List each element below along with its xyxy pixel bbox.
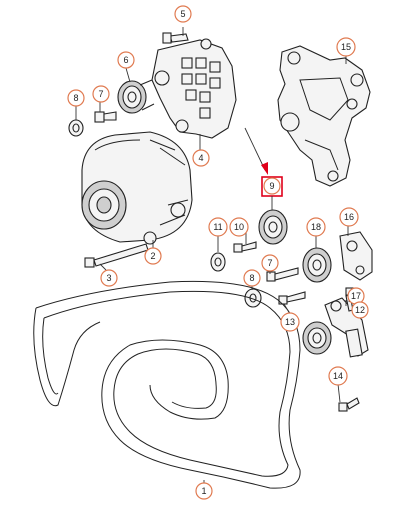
- bolt-middle: [266, 267, 299, 282]
- callout-15: 15: [336, 37, 356, 57]
- callout-7-middle: 7: [261, 254, 279, 272]
- svg-text:10: 10: [234, 222, 244, 232]
- svg-text:11: 11: [213, 222, 222, 232]
- callout-9: 9: [263, 177, 281, 195]
- svg-text:9: 9: [269, 181, 274, 191]
- washer-bolt-upper: [68, 111, 117, 137]
- svg-text:14: 14: [333, 371, 343, 381]
- tensioner-bracket: [339, 231, 373, 281]
- svg-text:18: 18: [311, 222, 321, 232]
- callout-14: 14: [328, 366, 348, 386]
- callout-7: 7: [92, 85, 110, 103]
- callout-12: 12: [351, 301, 369, 319]
- svg-text:7: 7: [98, 89, 103, 99]
- idler-pulley-18: [302, 247, 332, 283]
- callout-18: 18: [306, 217, 326, 237]
- svg-text:13: 13: [285, 317, 295, 327]
- callout-1: 1: [195, 482, 213, 500]
- idler-pulley-6: [117, 79, 155, 114]
- callout-5: 5: [174, 5, 192, 23]
- svg-text:12: 12: [355, 305, 365, 315]
- callout-10: 10: [229, 217, 249, 237]
- callout-16: 16: [339, 207, 359, 227]
- bolt-14: [338, 397, 360, 412]
- svg-text:8: 8: [73, 93, 78, 103]
- svg-text:6: 6: [123, 55, 128, 65]
- callout-8-middle: 8: [243, 269, 261, 287]
- callout-13: 13: [280, 312, 300, 332]
- callout-4: 4: [192, 149, 210, 167]
- alternator-bracket: [151, 38, 237, 139]
- bolt-13: [278, 291, 306, 305]
- support-bracket: [277, 45, 371, 187]
- svg-text:5: 5: [180, 9, 185, 19]
- alternator: [81, 131, 193, 245]
- callouts: 5 6 8 7 15 4 9 11: [67, 5, 369, 500]
- callout-3: 3: [100, 269, 118, 287]
- svg-text:16: 16: [344, 212, 354, 222]
- svg-text:7: 7: [267, 258, 272, 268]
- callout-6: 6: [117, 51, 135, 69]
- callout-11: 11: [208, 217, 228, 237]
- callout-8: 8: [67, 89, 85, 107]
- bolt-washer-10-11: [210, 241, 257, 272]
- callout-17: 17: [347, 287, 365, 305]
- alternator-bolt: [84, 243, 149, 268]
- svg-text:15: 15: [341, 42, 351, 52]
- callout-2: 2: [144, 247, 162, 265]
- belt-tensioner-assembly: [302, 297, 369, 358]
- washer-middle: [244, 288, 262, 308]
- svg-text:4: 4: [198, 153, 203, 163]
- ribbed-belt: [33, 280, 301, 489]
- svg-text:17: 17: [351, 291, 361, 301]
- svg-text:1: 1: [201, 486, 206, 496]
- svg-text:3: 3: [106, 273, 111, 283]
- svg-text:2: 2: [150, 251, 155, 261]
- leader-lines: [75, 56, 351, 488]
- svg-text:8: 8: [249, 273, 254, 283]
- bolt-top: [162, 27, 189, 44]
- tensioner-pulley-9: [258, 209, 288, 245]
